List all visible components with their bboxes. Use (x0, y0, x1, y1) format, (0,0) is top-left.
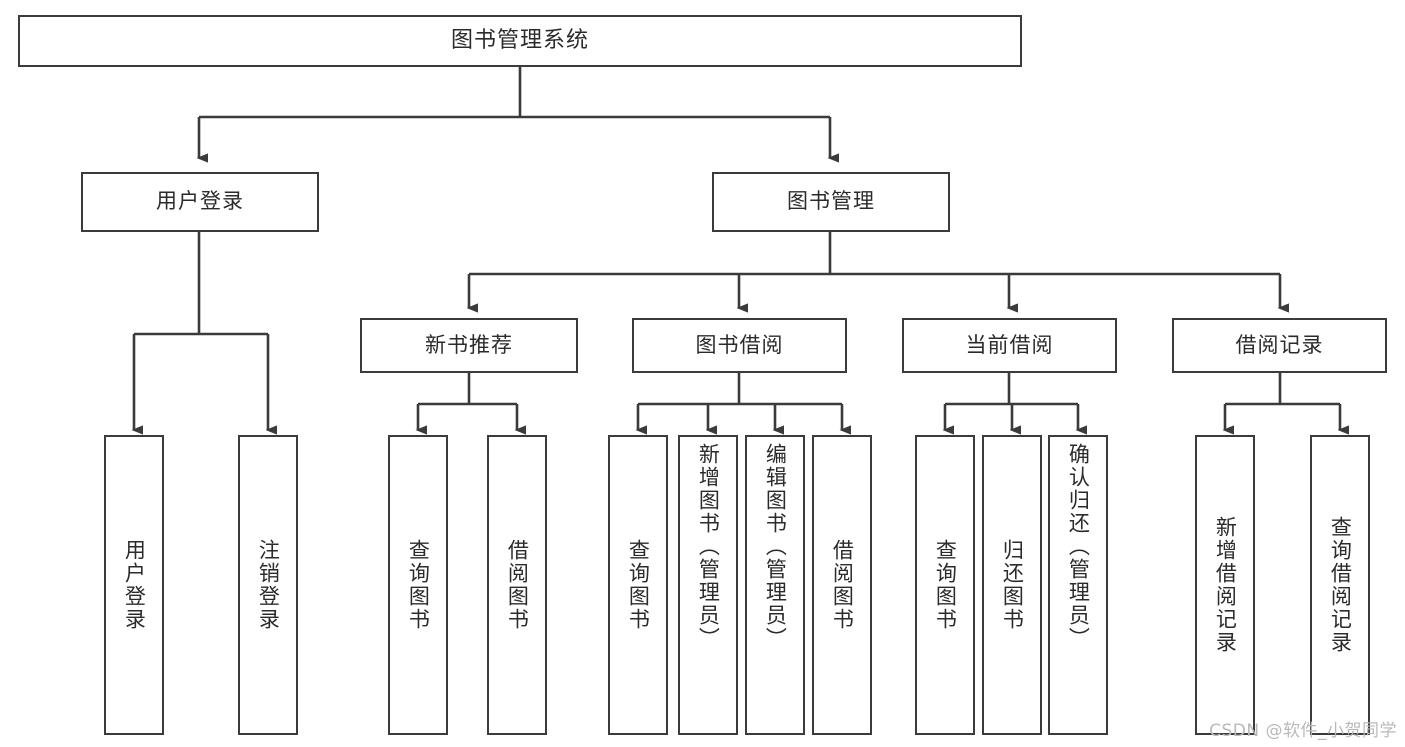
leaf-current-query-book[interactable]: 查询图书 (915, 435, 975, 735)
node-label: 查询图书 (626, 539, 651, 631)
leaf-user-login-signout[interactable]: 注销登录 (238, 435, 298, 735)
leaf-user-login-signin[interactable]: 用户登录 (104, 435, 164, 735)
node-label: 图书管理 (787, 189, 875, 214)
node-book-borrow[interactable]: 图书借阅 (632, 318, 847, 373)
csdn-watermark: CSDN @软件_小贺同学 (1209, 721, 1397, 741)
node-label: 新书推荐 (425, 332, 513, 357)
leaf-recommend-borrow-book[interactable]: 借阅图书 (487, 435, 547, 735)
leaf-recommend-query-book[interactable]: 查询图书 (388, 435, 448, 735)
node-label: 新增借阅记录 (1213, 516, 1238, 654)
leaf-borrow-add-book-admin[interactable]: 新增图书（管理员） (678, 435, 738, 735)
node-label: 查询借阅记录 (1328, 516, 1353, 654)
node-root-system[interactable]: 图书管理系统 (18, 15, 1022, 67)
node-label: 确认归还（管理员） (1066, 443, 1091, 650)
node-label: 注销登录 (256, 539, 281, 631)
node-label: 查询图书 (933, 539, 958, 631)
leaf-borrow-edit-book-admin[interactable]: 编辑图书（管理员） (745, 435, 805, 735)
node-borrow-record[interactable]: 借阅记录 (1172, 318, 1387, 373)
node-label: 新增图书（管理员） (696, 443, 721, 650)
leaf-current-confirm-return-admin[interactable]: 确认归还（管理员） (1048, 435, 1108, 735)
leaf-record-query-record[interactable]: 查询借阅记录 (1310, 435, 1370, 735)
node-label: 当前借阅 (965, 332, 1054, 357)
node-user-login[interactable]: 用户登录 (81, 172, 319, 232)
node-book-management[interactable]: 图书管理 (712, 172, 950, 232)
node-label: 借阅记录 (1235, 332, 1324, 357)
node-label: 用户登录 (156, 189, 244, 214)
node-label: 归还图书 (1000, 539, 1025, 631)
node-label: 图书借阅 (695, 332, 784, 357)
node-label: 用户登录 (122, 539, 147, 631)
node-new-book-recommend[interactable]: 新书推荐 (360, 318, 578, 373)
node-label: 编辑图书（管理员） (763, 443, 788, 650)
node-current-borrow[interactable]: 当前借阅 (902, 318, 1117, 373)
node-label: 借阅图书 (830, 539, 855, 631)
leaf-record-add-record[interactable]: 新增借阅记录 (1195, 435, 1255, 735)
node-label: 查询图书 (406, 539, 431, 631)
leaf-borrow-query-book[interactable]: 查询图书 (608, 435, 668, 735)
leaf-borrow-borrow-book[interactable]: 借阅图书 (812, 435, 872, 735)
node-label: 借阅图书 (505, 539, 530, 631)
leaf-current-return-book[interactable]: 归还图书 (982, 435, 1042, 735)
node-label: 图书管理系统 (450, 27, 589, 53)
